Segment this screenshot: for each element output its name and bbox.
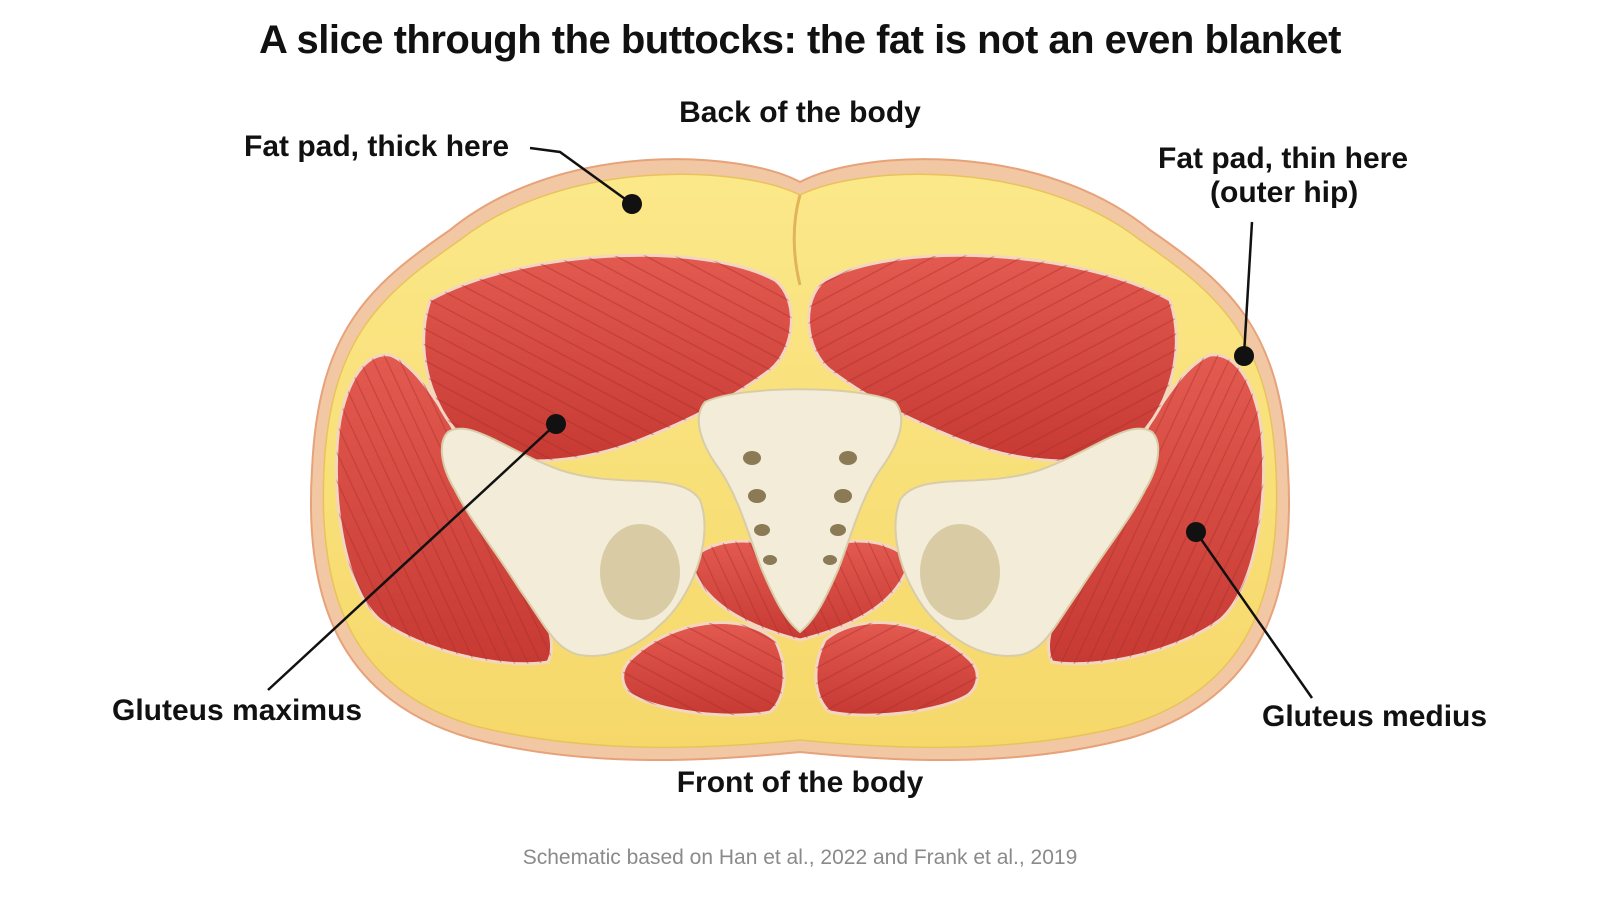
hip-socket-left [600, 524, 680, 620]
leader-fat-thin [1234, 221, 1254, 366]
label-front-of-body: Front of the body [676, 766, 924, 799]
leader-fat-thick [529, 146, 642, 214]
label-gluteus-maximus: Gluteus maximus [112, 694, 363, 727]
label-back-of-body: Back of the body [679, 96, 921, 129]
sacrum [697, 388, 903, 634]
source-caption: Schematic based on Han et al., 2022 and … [522, 846, 1078, 869]
sacral-foramina [743, 451, 857, 565]
label-fat-thin-line1: Fat pad, thin here [1158, 142, 1409, 175]
label-gluteus-medius: Gluteus medius [1262, 700, 1488, 733]
label-fat-thick: Fat pad, thick here [244, 130, 510, 163]
leader-gluteus-medius [1186, 522, 1314, 699]
page-title: A slice through the buttocks: the fat is… [259, 18, 1342, 62]
label-fat-thin-line2: (outer hip) [1210, 176, 1359, 209]
hip-socket-right [920, 524, 1000, 620]
leader-gluteus-maximus [267, 414, 566, 691]
